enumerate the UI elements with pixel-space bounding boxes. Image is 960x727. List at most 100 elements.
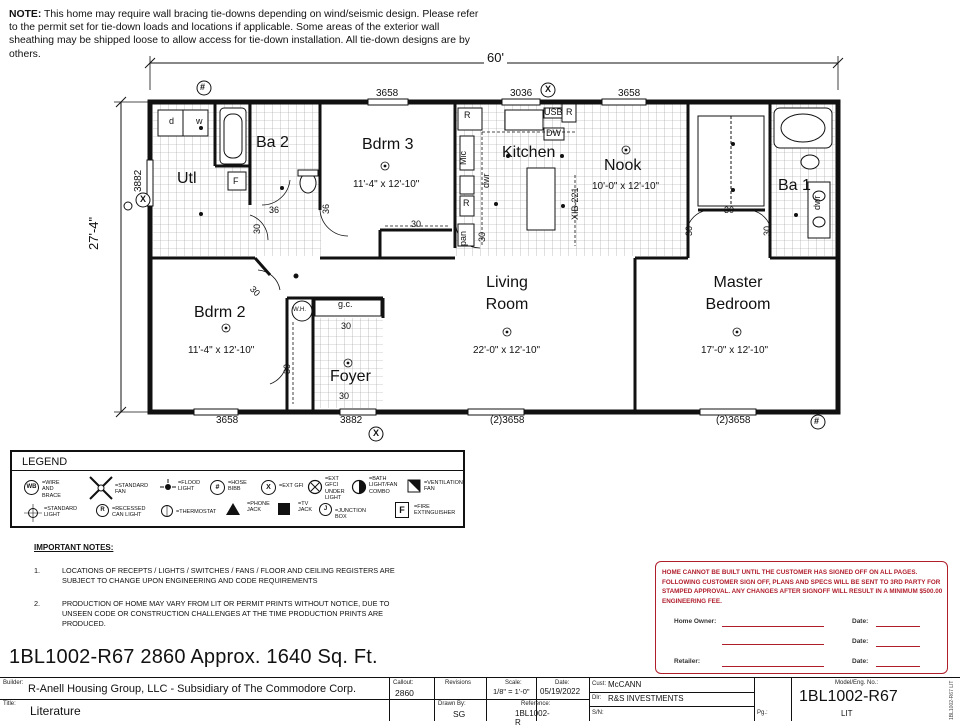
- door-size: 30: [684, 225, 694, 236]
- side-label: 1BL1002-R67 LIT: [949, 680, 955, 720]
- fixtures: [157, 103, 833, 322]
- dryer-label: d: [169, 116, 175, 126]
- legend-label: =EXT GFCI UNDER LIGHT: [325, 476, 345, 502]
- note-text: This home may require wall bracing tie-d…: [9, 9, 479, 60]
- builder-label: Builder:: [3, 680, 24, 686]
- date-line[interactable]: [876, 626, 920, 627]
- note-text: LOCATIONS OF RECEPTS / LIGHTS / SWITCHES…: [62, 566, 395, 585]
- door-size: 30: [477, 231, 487, 242]
- cell-divider: [791, 678, 792, 721]
- room-size: 11'-4" x 12'-10": [353, 179, 420, 190]
- room-name: Utl: [177, 170, 197, 187]
- builder-cell: Builder: R-Anell Housing Group, LLC - Su…: [0, 678, 390, 721]
- legend-label: =FLOOD LIGHT: [178, 480, 201, 493]
- retailer-label: Retailer:: [674, 658, 701, 665]
- furnace-label: F: [233, 176, 239, 186]
- room-name: Ba 1: [778, 177, 811, 194]
- legend-label: =TV JACK: [298, 501, 313, 514]
- model-label: Model/Eng. No.:: [835, 680, 879, 686]
- signature-line[interactable]: [722, 644, 824, 645]
- dishwasher-label: DW: [546, 128, 561, 138]
- customer-cell: Cust: McCANN Dlr: R&S INVESTMENTS S/N:: [590, 678, 755, 721]
- note-text: PRODUCTION OF HOME MAY VARY FROM LIT OR …: [62, 599, 390, 628]
- builder-value: R-Anell Housing Group, LLC - Subsidiary …: [28, 683, 357, 695]
- legend-label: =VENTILATION FAN: [424, 480, 463, 493]
- ext-gfi-icon: X: [261, 480, 276, 495]
- date-line[interactable]: [876, 646, 920, 647]
- dealer-label: Dlr:: [592, 695, 602, 701]
- title-block-divider: [0, 699, 590, 700]
- drawer-label: dwr: [812, 195, 822, 210]
- revisions-label: Revisions: [445, 680, 472, 686]
- hose-bibb-icon: #: [210, 480, 225, 495]
- refrigerator-label: R: [464, 110, 471, 120]
- standard-fan-icon: [89, 476, 113, 500]
- recessed-light-icon: R: [96, 504, 109, 517]
- legend-label: =RECESSED CAN LIGHT: [112, 506, 146, 519]
- legend-label: =HOSE BIBB: [228, 480, 247, 493]
- callout-cell: Callout: 2860: [390, 678, 435, 721]
- signature-line[interactable]: [722, 626, 824, 627]
- exterior-markers: [123, 80, 826, 442]
- door-size: 30: [341, 321, 352, 331]
- date-label: Date:: [852, 658, 869, 665]
- water-heater-label: W.H.: [293, 307, 306, 313]
- title-value: Literature: [30, 704, 81, 718]
- customer-label: Cust:: [592, 681, 607, 687]
- room-name: Master Bedroom: [705, 274, 771, 313]
- legend-label: =STANDARD FAN: [115, 483, 149, 496]
- home-owner-label: Home Owner:: [674, 618, 717, 625]
- light-fixtures: [221, 145, 742, 368]
- hose-bibb-icon: #: [814, 416, 820, 426]
- ext-gfi-icon: X: [373, 428, 380, 438]
- drawer-label: dwr: [481, 173, 491, 188]
- tie-down-note: NOTE: This home may require wall bracing…: [9, 8, 479, 61]
- date-cell: Date: 05/19/2022: [537, 678, 590, 721]
- tv-jack-icon: [278, 503, 290, 515]
- legend-title: LEGEND: [22, 456, 68, 468]
- hose-bibb-icon: #: [200, 82, 206, 92]
- overall-depth-label: 27'-4": [86, 216, 101, 250]
- signature-line[interactable]: [722, 666, 824, 667]
- island-label: XIB-221: [570, 187, 580, 220]
- reference-value: 1BL1002-R: [515, 709, 550, 727]
- bath-light-fan-icon: [351, 479, 367, 495]
- room-name: Living Room: [485, 274, 529, 313]
- room-name: Nook: [604, 157, 642, 174]
- ext-gfi-icon: X: [140, 194, 147, 204]
- important-notes-title: IMPORTANT NOTES:: [34, 543, 114, 552]
- legend-label: =FIRE EXTINGUISHER: [414, 504, 456, 517]
- door-size: 36: [269, 205, 280, 215]
- door-size: 36: [321, 203, 331, 214]
- date-line[interactable]: [876, 666, 920, 667]
- room-size: 10'-0" x 12'-10": [592, 181, 660, 192]
- date-label: Date:: [852, 618, 869, 625]
- model-cell: Pg.: Model/Eng. No.: 1BL1002-R67 LIT: [755, 678, 950, 721]
- floor-plan: # X X X # 60' 27'-4" 3658 3036 3658 3882…: [86, 50, 844, 442]
- door-size: 30: [339, 391, 350, 401]
- callout-value: 2860: [395, 688, 414, 698]
- ventilation-fan-icon: [407, 479, 421, 493]
- room-name: Kitchen: [502, 144, 556, 161]
- guest-closet-label: g.c.: [338, 299, 353, 309]
- legend-label: =EXT GFI: [279, 483, 304, 489]
- standard-light-icon: [24, 504, 42, 522]
- room-size: 11'-4" x 12'-10": [188, 345, 255, 356]
- door-size: 30: [762, 225, 772, 236]
- cell-divider: [590, 706, 755, 707]
- note-label: NOTE:: [9, 9, 42, 20]
- door-size: 30: [411, 219, 422, 229]
- revisions-cell: Revisions Drawn By: SG: [435, 678, 487, 721]
- legend-label: =BATH LIGHT/FAN COMBO: [369, 476, 398, 495]
- scale-value: 1/8" = 1'-0": [493, 687, 530, 696]
- model-value: 1BL1002-R67: [799, 688, 898, 705]
- window-label: 3658: [376, 88, 399, 99]
- windows: [146, 98, 757, 416]
- scale-label: Scale:: [505, 680, 522, 686]
- door-size: 30: [282, 363, 292, 374]
- title-block: Builder: R-Anell Housing Group, LLC - Su…: [0, 677, 960, 727]
- wire-brace-icon: WB: [24, 480, 39, 495]
- window-label: (2)3658: [716, 415, 751, 426]
- legend: LEGEND WB =WIRE AND BRACE =STANDARD FAN …: [10, 450, 465, 528]
- range-label: R: [463, 198, 470, 208]
